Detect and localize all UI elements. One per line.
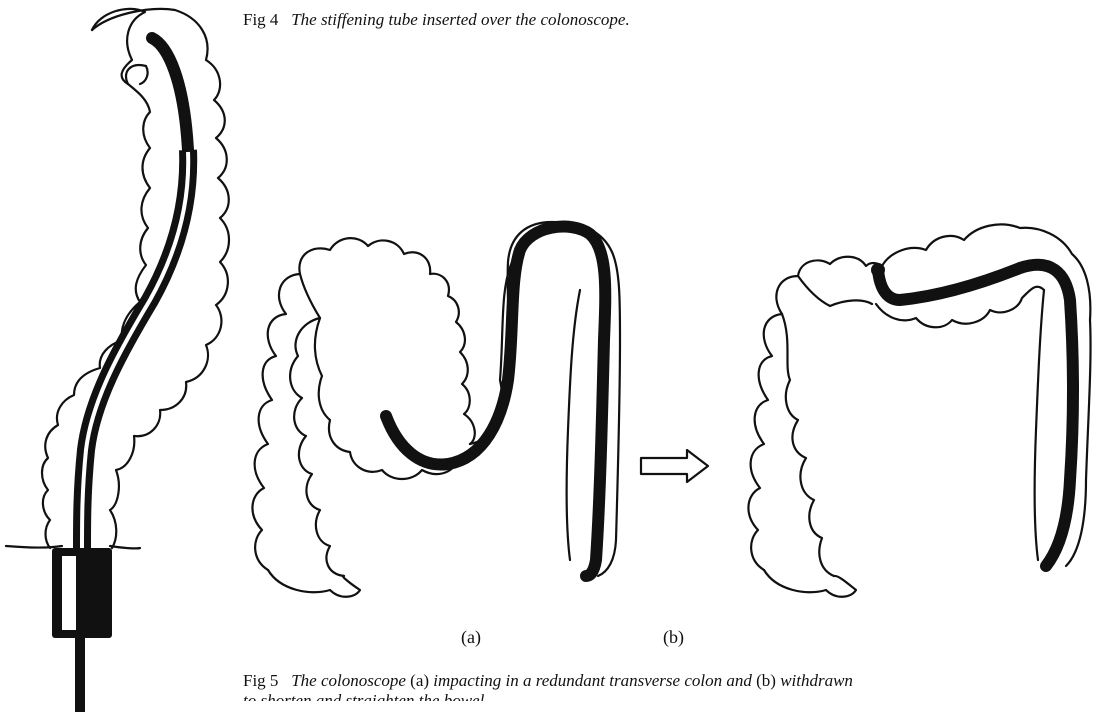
fig5a-caecum [268, 570, 360, 597]
fig5b-colon-inner [782, 276, 872, 576]
right-arrow-icon [641, 450, 708, 482]
fig5-caption-part1: The colonoscope [291, 671, 406, 690]
fig5a-colon-left-inner [290, 274, 344, 576]
fig4-colonoscope-tip [152, 38, 188, 150]
fig5b-colon-outer [748, 224, 1090, 570]
fig5-caption-part2: impacting in a redundant transverse colo… [433, 671, 752, 690]
fig5a-colon-right-inner [567, 290, 580, 560]
fig5b-colon-right-inner [1035, 290, 1044, 560]
panel-label-b: (b) [663, 627, 684, 648]
fig5-caption-line2: to shorten and straighten the bowel. [243, 691, 853, 701]
fig4-handle [52, 548, 112, 638]
fig5b-colonoscope [878, 265, 1073, 566]
panel-label-a: (a) [461, 627, 481, 648]
fig4-handle-highlight [62, 556, 76, 630]
fig5a-colonoscope [386, 227, 605, 576]
fig5-ref-a: (a) [410, 671, 429, 690]
fig5a-colon-outer [252, 238, 474, 570]
fig5b-caecum [764, 570, 856, 597]
fig5-caption: Fig 5 The colonoscope (a) impacting in a… [243, 671, 853, 701]
fig5b-scope-tip [871, 263, 885, 277]
fig5-number: Fig 5 [243, 671, 278, 690]
fig4-bowel-left-wall [42, 9, 150, 548]
fig5-caption-part3: withdrawn [780, 671, 853, 690]
fig4-stiffening-tube-highlight [82, 152, 188, 548]
fig5b-illustration [748, 224, 1090, 596]
fig4-bowel-fold [126, 65, 148, 84]
fig5a-illustration [252, 222, 620, 597]
fig4-stiffening-tube [82, 150, 188, 548]
fig5-ref-b: (b) [756, 671, 776, 690]
fig4-illustration [6, 9, 229, 712]
